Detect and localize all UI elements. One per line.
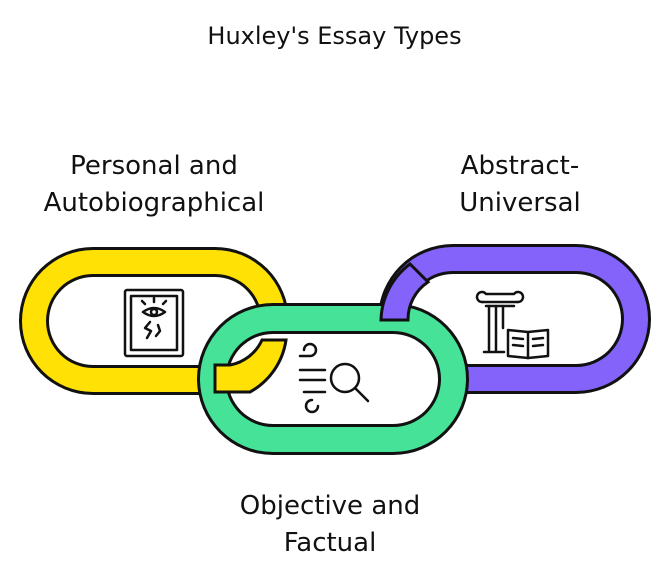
purple-overlap (379, 262, 431, 322)
diagram-title: Huxley's Essay Types (207, 22, 462, 50)
magnifier-speed-icon (298, 342, 370, 414)
yellow-overlap (213, 338, 288, 394)
column-book-icon (475, 290, 550, 360)
label-objective-factual: Objective and Factual (239, 491, 421, 558)
framed-portrait-icon (123, 288, 185, 358)
label-personal-autobiographical: Personal and Autobiographical (43, 151, 265, 218)
label-abstract-universal: Abstract- Universal (459, 151, 581, 218)
